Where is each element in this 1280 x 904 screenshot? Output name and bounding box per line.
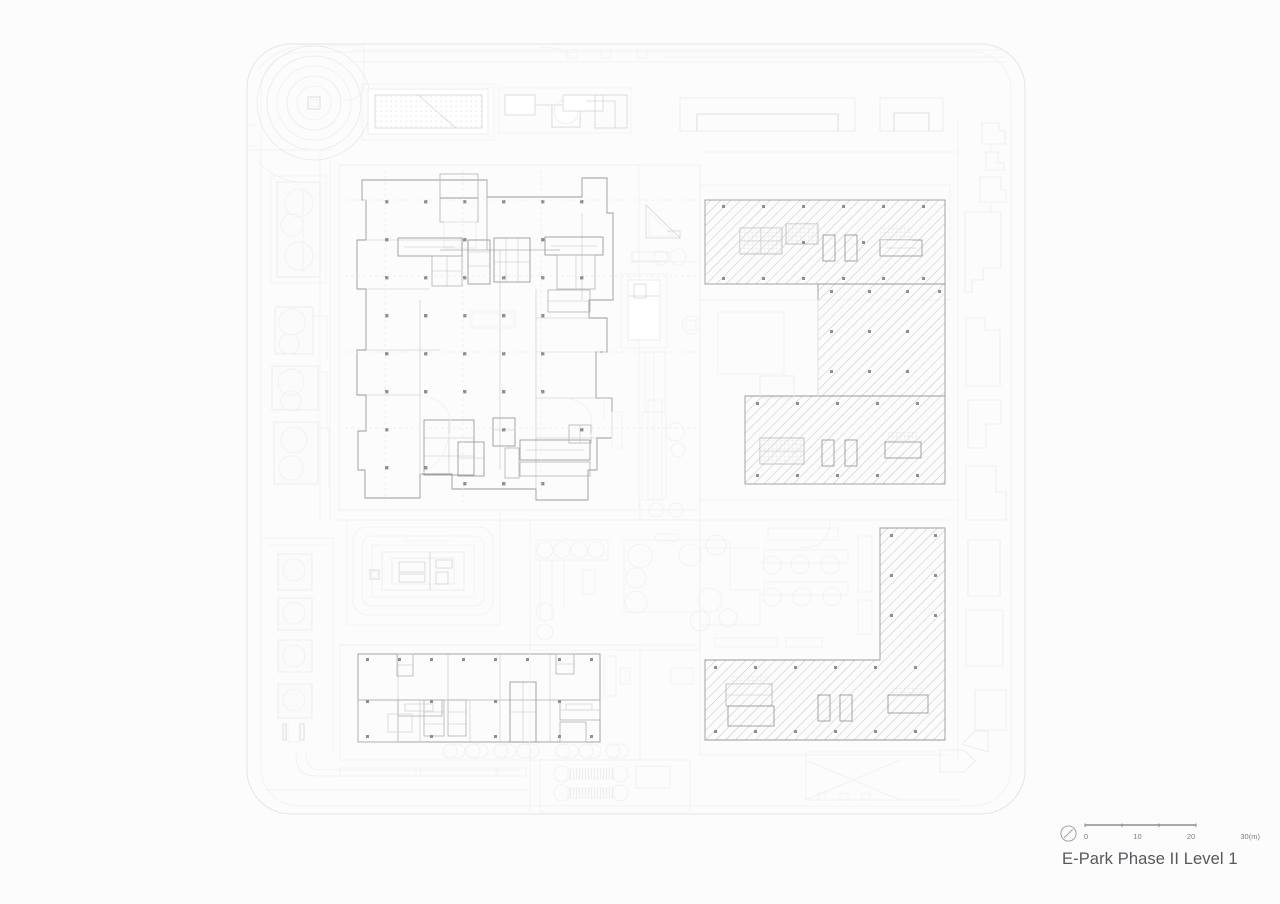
zone-pavilion-southwest bbox=[346, 519, 501, 626]
zone-central-courtyard bbox=[529, 519, 873, 651]
site-context-lines bbox=[247, 149, 958, 646]
zone-south-service bbox=[266, 650, 691, 813]
zone-main-building-northwest bbox=[338, 164, 701, 511]
plan-title: E-Park Phase II Level 1 bbox=[1062, 850, 1238, 868]
scale-tick-0: 0 bbox=[1084, 832, 1089, 841]
zone-tower-east bbox=[699, 283, 950, 501]
zone-east-edge bbox=[805, 120, 1012, 801]
zone-building-south bbox=[339, 644, 641, 761]
scale-tick-10: 10 bbox=[1133, 832, 1142, 841]
drawing-legend: 0 10 20 30(m) bbox=[1060, 822, 1260, 847]
zone-north-strip bbox=[346, 46, 1012, 141]
scale-tick-30: 30(m) bbox=[1240, 832, 1260, 841]
north-arrow-circle-icon bbox=[1060, 825, 1077, 847]
zone-tower-northeast bbox=[699, 184, 951, 301]
zone-circular-plaza bbox=[247, 45, 372, 183]
zone-west-edge bbox=[260, 150, 334, 760]
zone-mid-spine bbox=[603, 204, 701, 518]
scale-bar: 0 10 20 30(m) bbox=[1084, 822, 1260, 841]
scale-tick-20: 20 bbox=[1186, 832, 1196, 841]
scale-tick-labels: 0 10 20 30(m) bbox=[1084, 832, 1260, 841]
zone-tower-southeast bbox=[670, 519, 950, 756]
